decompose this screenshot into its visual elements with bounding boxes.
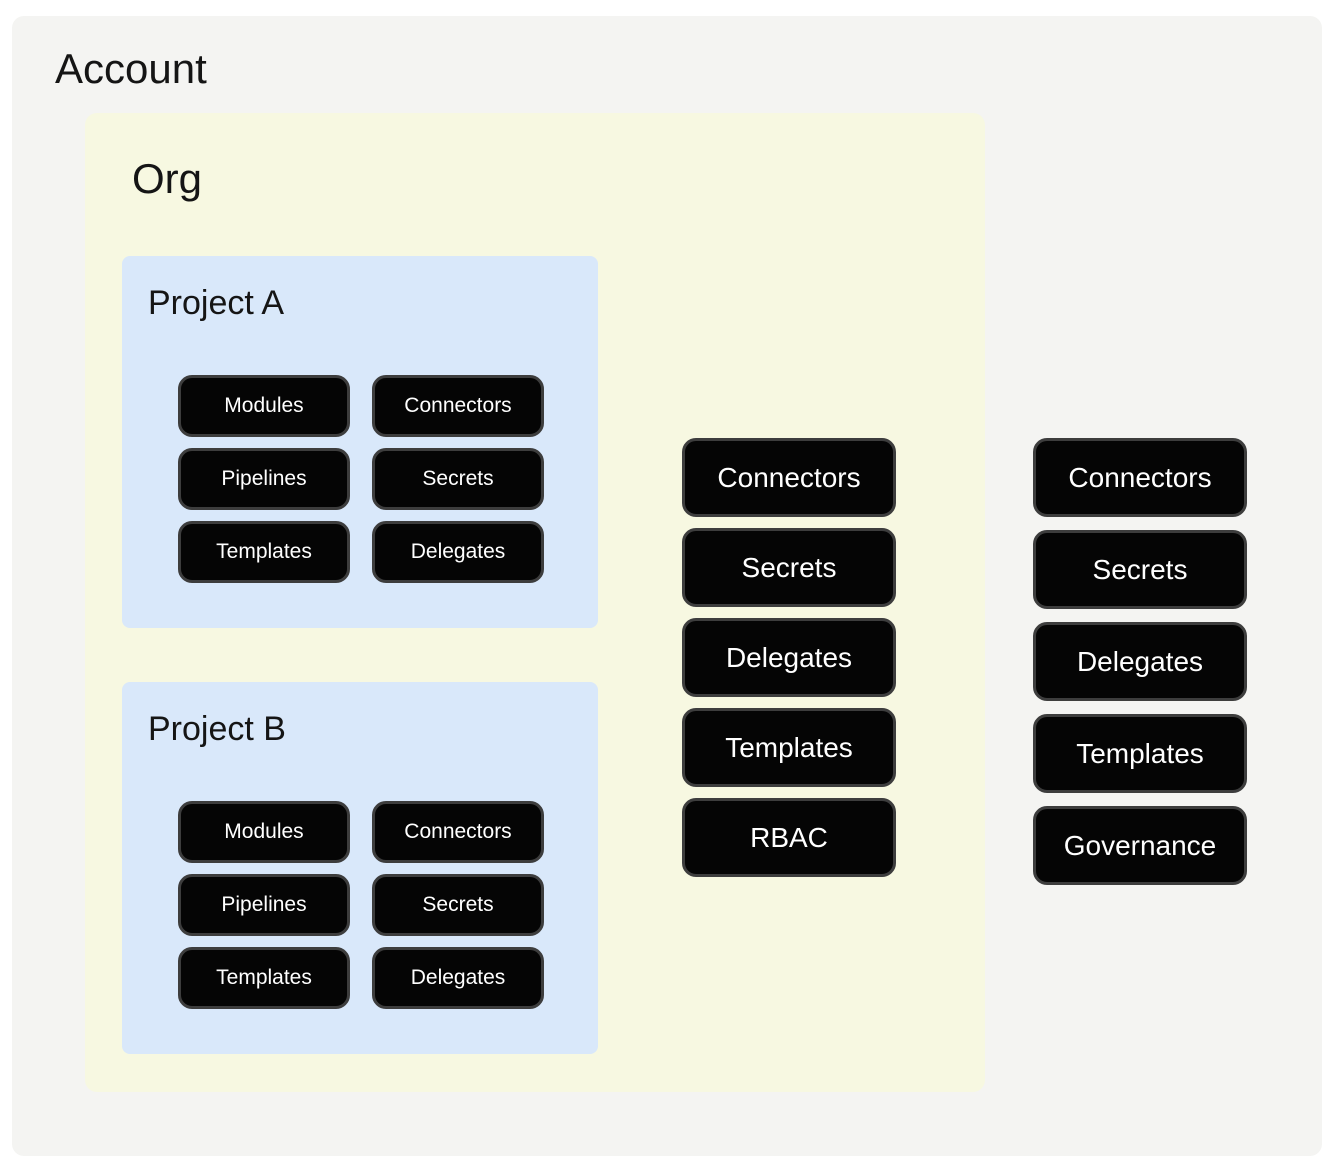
project-b-title: Project B (148, 710, 286, 748)
project-b-modules-node: Modules (178, 801, 350, 863)
account-secrets-node: Secrets (1033, 530, 1247, 609)
project-b-templates-node: Templates (178, 947, 350, 1009)
account-container: Account Org Project A Modules Connectors… (12, 16, 1322, 1156)
project-a-modules-node: Modules (178, 375, 350, 437)
project-b-pipelines-node: Pipelines (178, 874, 350, 936)
project-a-templates-node: Templates (178, 521, 350, 583)
org-delegates-node: Delegates (682, 618, 896, 697)
account-delegates-node: Delegates (1033, 622, 1247, 701)
org-title: Org (132, 155, 203, 202)
org-secrets-node: Secrets (682, 528, 896, 607)
org-connectors-node: Connectors (682, 438, 896, 517)
project-b-connectors-node: Connectors (372, 801, 544, 863)
project-a-connectors-node: Connectors (372, 375, 544, 437)
account-node-column: Connectors Secrets Delegates Templates G… (1033, 438, 1247, 885)
project-a-delegates-node: Delegates (372, 521, 544, 583)
project-b-container: Project B Modules Connectors Pipelines S… (122, 682, 598, 1054)
org-rbac-node: RBAC (682, 798, 896, 877)
project-b-secrets-node: Secrets (372, 874, 544, 936)
project-a-container: Project A Modules Connectors Pipelines S… (122, 256, 598, 628)
account-governance-node: Governance (1033, 806, 1247, 885)
account-templates-node: Templates (1033, 714, 1247, 793)
project-b-node-grid: Modules Connectors Pipelines Secrets Tem… (178, 801, 544, 1009)
project-a-node-grid: Modules Connectors Pipelines Secrets Tem… (178, 375, 544, 583)
org-node-column: Connectors Secrets Delegates Templates R… (682, 438, 896, 877)
project-a-title: Project A (148, 284, 285, 322)
project-a-secrets-node: Secrets (372, 448, 544, 510)
account-title: Account (55, 45, 207, 92)
project-a-pipelines-node: Pipelines (178, 448, 350, 510)
org-container: Org Project A Modules Connectors Pipelin… (85, 113, 985, 1092)
org-templates-node: Templates (682, 708, 896, 787)
project-b-delegates-node: Delegates (372, 947, 544, 1009)
account-connectors-node: Connectors (1033, 438, 1247, 517)
